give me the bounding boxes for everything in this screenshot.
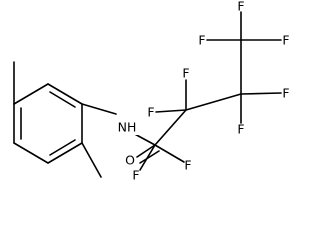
fluorine-label-7: F bbox=[198, 33, 205, 48]
bond-ring-3 bbox=[47, 142, 83, 164]
bond-c2-c3 bbox=[154, 109, 187, 146]
fluorine-label-5: F bbox=[237, 122, 244, 137]
bond-ring-4 bbox=[13, 142, 49, 164]
bond-c3-c4 bbox=[185, 93, 242, 111]
fluorine-label-9: F bbox=[282, 33, 289, 48]
bond-ring-6 bbox=[13, 83, 49, 105]
bond-cf-c2-left bbox=[139, 144, 156, 171]
bond-cf-c4-right bbox=[240, 92, 282, 95]
bond-ring-double-2 bbox=[49, 139, 76, 156]
nitrogen-label: NH bbox=[118, 120, 137, 135]
bond-carbonyl-2 bbox=[139, 150, 160, 164]
methyl-bond-bottom bbox=[81, 142, 102, 178]
bond-ring-double-1 bbox=[49, 91, 76, 108]
fluorine-label-4: F bbox=[182, 66, 189, 81]
structure-canvas: NH O F F F F F F F F F bbox=[13, 0, 290, 183]
bond-cf-c3-left bbox=[155, 109, 187, 113]
nh-label-bg bbox=[113, 119, 141, 135]
fluorine-label-2: F bbox=[184, 158, 191, 173]
bond-carbonyl-1 bbox=[136, 144, 156, 158]
bond-ring-1 bbox=[47, 83, 83, 105]
molecule-diagram: NH O F F F F F F F F F bbox=[13, 0, 290, 183]
bond-ring-nh bbox=[81, 103, 117, 115]
fluorine-label-6: F bbox=[282, 86, 289, 101]
o-label-bg bbox=[124, 152, 136, 168]
fluorine-label-8: F bbox=[237, 0, 244, 14]
fluorine-label-3: F bbox=[147, 105, 154, 120]
bond-cf-c2-right bbox=[154, 144, 185, 163]
benzene-ring bbox=[13, 83, 83, 164]
fluorine-label-1: F bbox=[132, 168, 139, 183]
oxygen-label: O bbox=[125, 153, 135, 168]
